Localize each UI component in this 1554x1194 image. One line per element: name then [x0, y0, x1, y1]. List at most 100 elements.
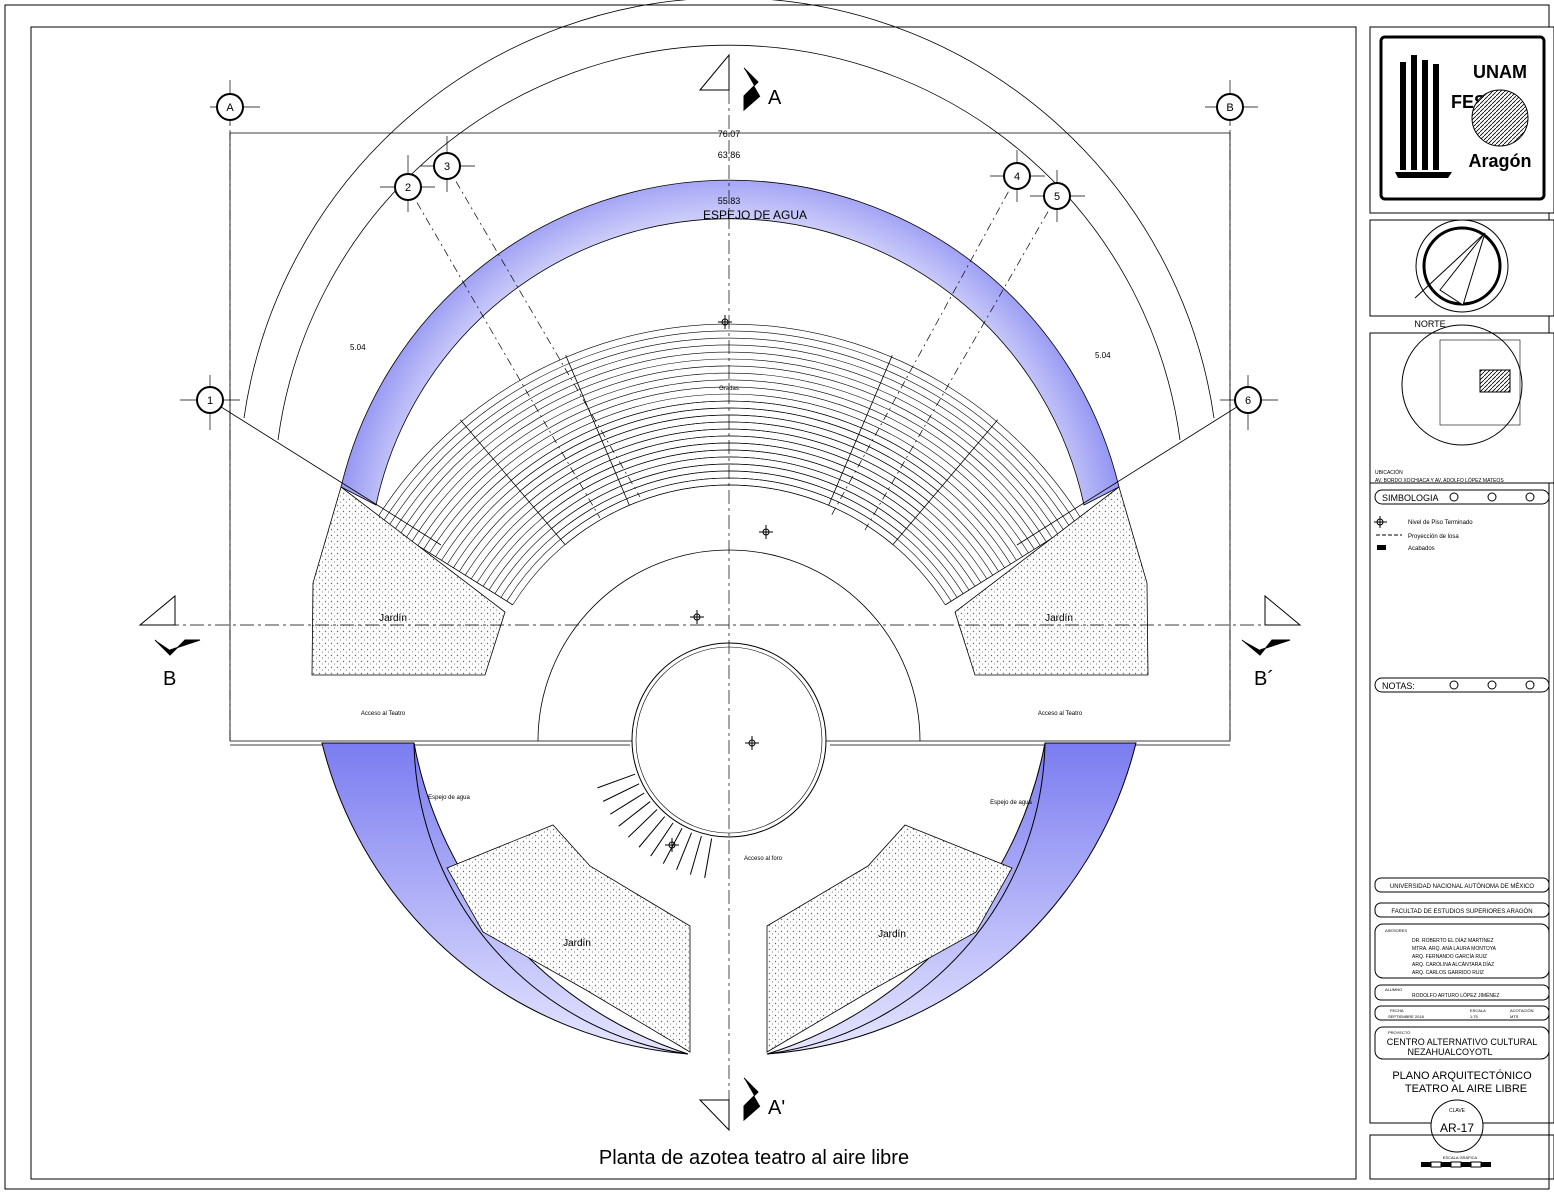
- legend-text-3: Acabados: [1408, 546, 1435, 552]
- north-arrow-icon: [1414, 232, 1486, 306]
- level-marker: [690, 610, 704, 624]
- logo-unam: UNAM: [1473, 62, 1527, 82]
- svg-text:4: 4: [1014, 171, 1020, 183]
- axis-bubble-2: 2: [380, 155, 435, 212]
- asesor-5: ARQ. CARLOS GARRIDO RUIZ: [1412, 970, 1484, 976]
- legend-text-1: Nivel de Piso Terminado: [1408, 520, 1473, 526]
- asesor-2: MTRA. ARQ. ANA LAURA MONTOYA: [1412, 946, 1497, 952]
- plano-line-2: TEATRO AL AIRE LIBRE: [1405, 1083, 1527, 1095]
- stair-step: [650, 822, 674, 857]
- label-jardin-right: Jardín: [1045, 613, 1073, 624]
- unam-fes-logo: [1379, 35, 1546, 201]
- plan-drawing: A B 1 2 3 4 5: [138, 0, 1302, 1169]
- svg-text:B´: B´: [1254, 668, 1274, 690]
- legend-npt: [1374, 516, 1387, 528]
- proyecto-line-1: CENTRO ALTERNATIVO CULTURAL: [1387, 1037, 1538, 1047]
- svg-text:A': A': [768, 1097, 785, 1119]
- stair-step: [704, 838, 713, 878]
- dim-arc-outer: [243, 0, 1215, 419]
- svg-text:ESCALA: ESCALA: [1470, 1008, 1486, 1013]
- label-jardin-bottom-right: Jardín: [878, 929, 906, 940]
- alumno-name: RODOLFO ARTURO LÓPEZ JIMÉNEZ: [1412, 992, 1499, 999]
- north-label: NORTE: [1414, 319, 1445, 329]
- sheet-border: [4, 4, 1550, 1190]
- proyecto-line-2: NEZAHUALCOYOTL: [1407, 1047, 1492, 1057]
- seat-row: [429, 386, 1029, 554]
- stairs: [597, 773, 713, 878]
- svg-text:1:75: 1:75: [1470, 1014, 1479, 1019]
- svg-text:A: A: [768, 87, 782, 109]
- title-block: FES UNAM Aragón NORTE UBICACIÓN AV. BORD…: [1369, 26, 1554, 1180]
- ubicacion-text: AV. BORDO XOCHIACA Y AV. ADOLFO LÓPEZ MA…: [1375, 477, 1504, 484]
- svg-text:A: A: [226, 102, 234, 114]
- seat-row-lower: [528, 428, 930, 503]
- label-jardin-bottom-left: Jardín: [563, 938, 591, 949]
- universidad-text: UNIVERSIDAD NACIONAL AUTÓNOMA DE MÉXICO: [1390, 883, 1534, 890]
- level-marker: [665, 838, 679, 852]
- garden-left: [311, 486, 506, 676]
- garden-bottom-left: [446, 824, 691, 1053]
- legend-text-2: Proyección de losa: [1408, 534, 1459, 540]
- notas-label: NOTAS:: [1382, 681, 1415, 691]
- label-gradas: Gradas: [719, 386, 739, 392]
- aisle-line: [828, 355, 893, 506]
- seat-row: [381, 330, 1077, 524]
- axis-bubble-3: 3: [420, 136, 475, 192]
- label-acceso-left: Acceso al Teatro: [361, 711, 406, 717]
- simbologia-label: SIMBOLOGIA: [1382, 493, 1439, 503]
- svg-text:FECHA: FECHA: [1390, 1008, 1404, 1013]
- seat-row: [470, 435, 988, 580]
- drawing-frame: [30, 26, 1357, 1180]
- svg-text:MTS: MTS: [1510, 1014, 1519, 1019]
- axis-bubble-5: 5: [1030, 170, 1085, 222]
- stair-step: [618, 801, 651, 827]
- seat-row-lower: [546, 456, 912, 524]
- garden-right: [954, 486, 1149, 676]
- site-block: [1479, 369, 1511, 393]
- svg-text:B: B: [1226, 102, 1233, 114]
- clave-value: AR-17: [1440, 1121, 1474, 1135]
- seat-row: [423, 379, 1035, 550]
- svg-text:2: 2: [405, 182, 411, 194]
- axis-bubble-a: A: [210, 80, 260, 125]
- axis-bubble-1: 1: [180, 375, 240, 430]
- logo-aragon: Aragón: [1469, 151, 1532, 171]
- svg-text:B: B: [163, 668, 176, 690]
- label-espejo-bottom-right: Espejo de agua: [990, 800, 1032, 806]
- logo-columns: [1395, 55, 1452, 178]
- dim-55: 55.83: [718, 196, 741, 206]
- axis-bubble-6: 6: [1220, 375, 1278, 430]
- clave-label: CLAVE: [1449, 1108, 1466, 1114]
- stair-step: [602, 783, 640, 802]
- label-espejo-top: ESPEJO DE AGUA: [703, 208, 807, 222]
- dim-63: 63.86: [718, 150, 741, 160]
- level-marker: [718, 315, 732, 329]
- stair-step: [638, 816, 666, 848]
- asesor-4: ARQ. CAROLINA ALCÁNTARA DÍAZ: [1412, 961, 1494, 968]
- section-cut-b-right: B´: [1241, 594, 1302, 690]
- stair-step: [627, 809, 658, 838]
- aisle-line: [565, 355, 630, 506]
- label-espejo-bottom-left: Espejo de agua: [428, 795, 470, 801]
- label-jardin-left: Jardín: [379, 613, 407, 624]
- label-acceso-foro: Acceso al foro: [744, 856, 783, 862]
- dim-5-right: 5.04: [1095, 351, 1111, 360]
- seat-row: [387, 337, 1071, 528]
- drawing-title: Planta de azotea teatro al aire libre: [599, 1147, 909, 1169]
- aisle-line: [892, 419, 998, 545]
- stair-step: [597, 773, 636, 789]
- axis-bubble-4: 4: [990, 150, 1045, 202]
- water-mirror-top: [340, 179, 1120, 506]
- section-cut-a-top: A: [698, 53, 782, 112]
- stair-step: [662, 828, 683, 864]
- aisle-line: [460, 419, 566, 545]
- level-marker: [759, 525, 773, 539]
- dim-arc-middle: [277, 44, 1181, 441]
- clave-circle: [1430, 1099, 1484, 1153]
- section-cut-a-bottom: A': [698, 1077, 785, 1132]
- stair-step: [689, 835, 702, 875]
- svg-text:6: 6: [1245, 395, 1251, 407]
- svg-text:3: 3: [444, 161, 450, 173]
- plano-line-1: PLANO ARQUITECTÓNICO: [1392, 1069, 1532, 1082]
- label-acceso-right: Acceso al Teatro: [1038, 711, 1083, 717]
